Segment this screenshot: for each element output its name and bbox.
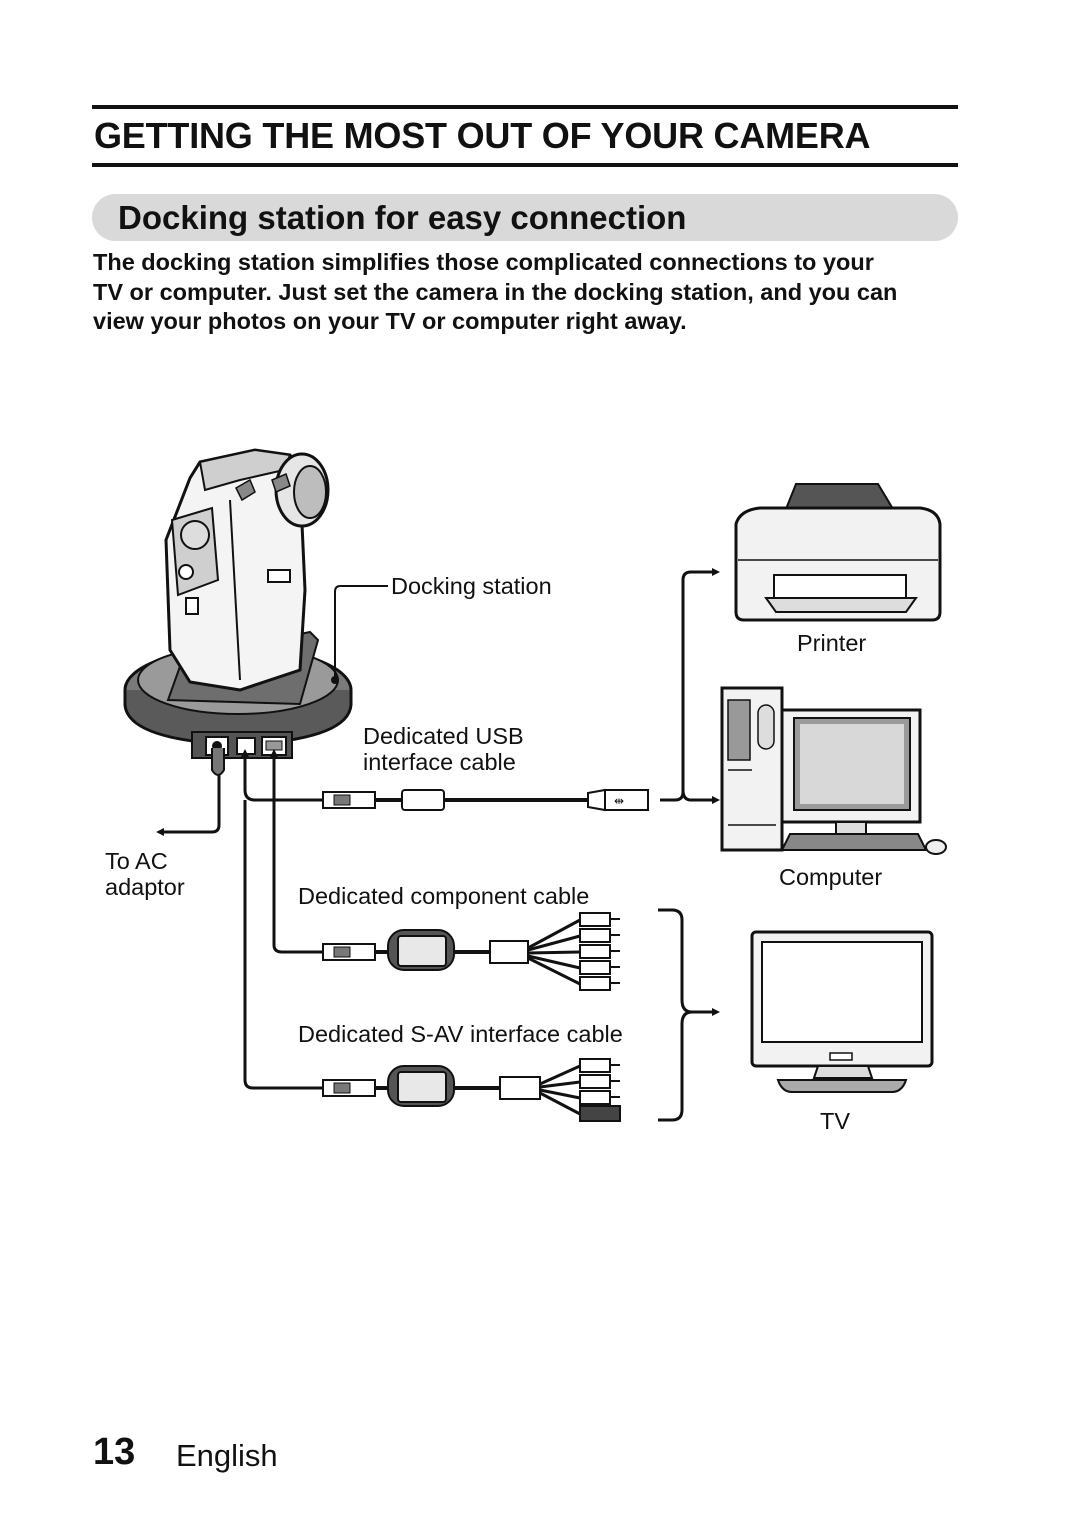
sav-cable-label: Dedicated S-AV interface cable [298,1021,623,1047]
ac-adaptor-label: To AC adaptor [105,848,185,900]
svg-text:⇹: ⇹ [614,794,624,808]
tv-icon [750,930,934,1093]
usb-cable-label: Dedicated USB interface cable [363,723,524,775]
top-rule [92,105,958,109]
sav-cable-icon [322,1058,621,1122]
component-cable-icon [322,912,620,991]
page-title: GETTING THE MOST OUT OF YOUR CAMERA [94,115,871,156]
usb-cable-icon: ⇹ [322,788,649,812]
docking-station-label: Docking station [391,573,552,599]
language-label: English [176,1438,278,1473]
printer-icon [734,483,942,622]
section-banner [92,194,958,241]
title-underline [92,163,958,167]
section-title: Docking station for easy connection [118,199,687,236]
printer-label: Printer [797,630,867,656]
computer-label: Computer [779,864,883,890]
component-cable-label: Dedicated component cable [298,883,590,909]
computer-icon [720,686,947,855]
camera-icon [164,448,330,692]
intro-paragraph: The docking station simplifies those com… [93,249,898,335]
page-number: 13 [93,1431,136,1473]
tv-label: TV [820,1108,851,1134]
